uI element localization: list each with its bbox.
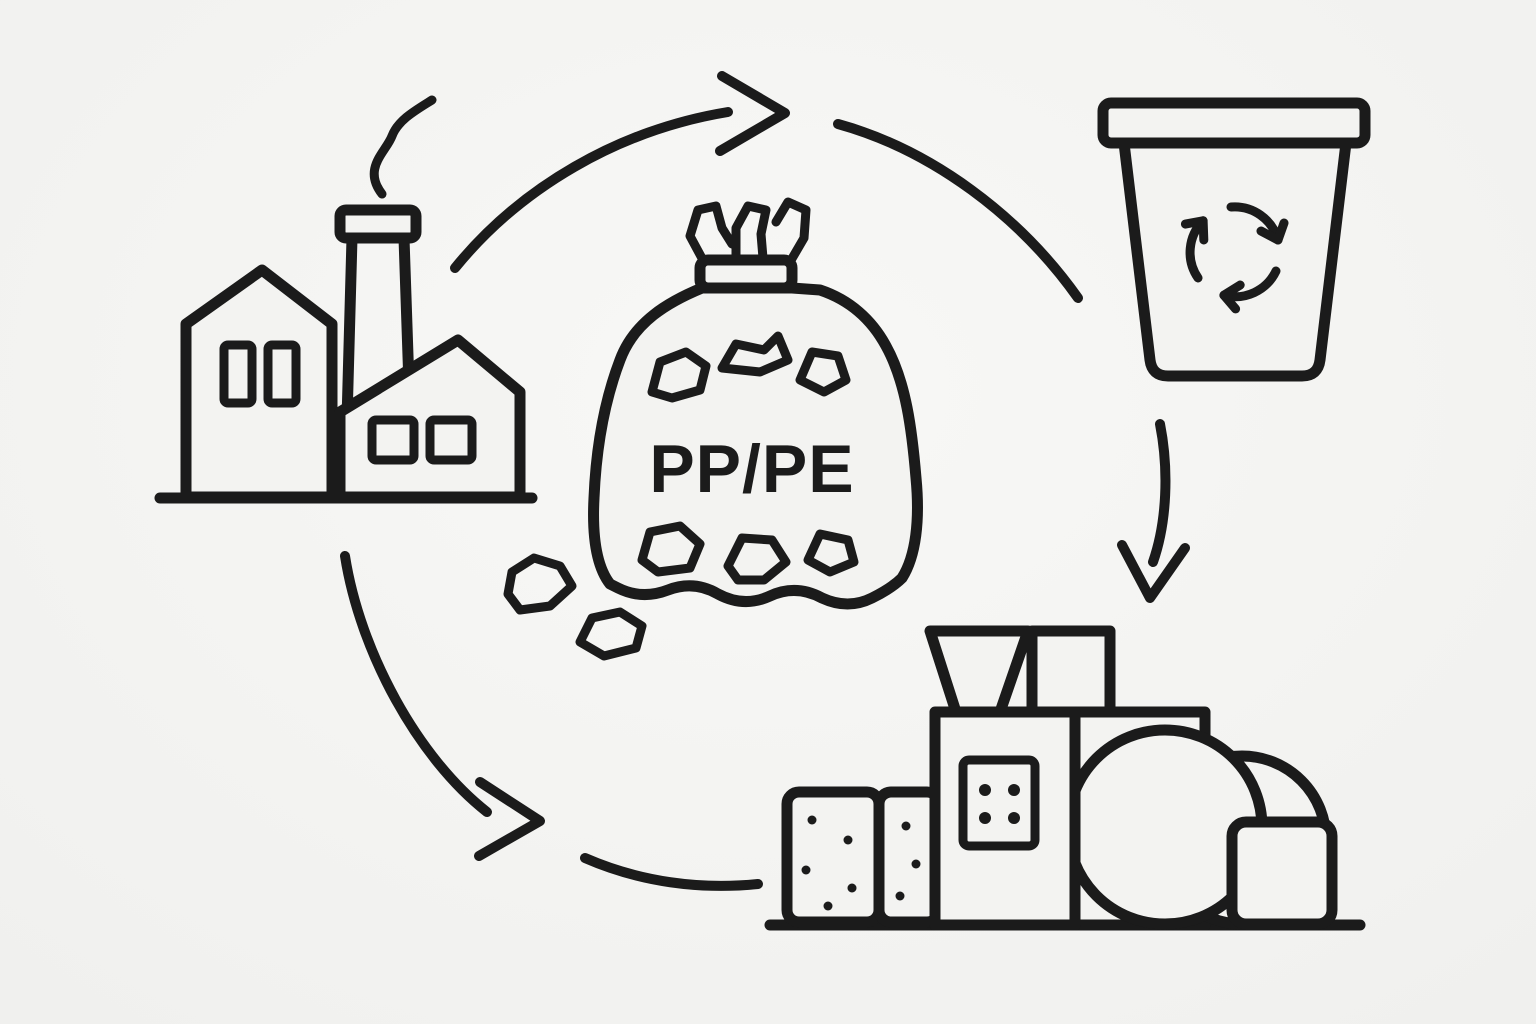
factory-icon: [154, 95, 538, 504]
plastic-bag-icon: PP/PE: [503, 197, 923, 661]
cycle-arrow-bottom-icon: [580, 853, 763, 891]
cycle-arrow-down-icon: [1117, 419, 1190, 603]
recycling-symbol-icon: [1180, 202, 1289, 314]
plastic-bales-icon: [781, 786, 945, 928]
plastic-scraps-icon: [503, 331, 859, 661]
recycling-bin-icon: [1097, 97, 1371, 382]
cycle-arrow-bottom-left-icon: [340, 551, 545, 861]
factory-window: [219, 340, 257, 408]
cycle-arrow-top-icon: [450, 71, 790, 273]
plastic-rolls-icon: [1062, 724, 1338, 930]
factory-window: [263, 340, 301, 408]
factory-window: [425, 415, 477, 465]
control-panel: [958, 755, 1040, 851]
cycle-arrow-to-bin-icon: [833, 119, 1083, 303]
factory-window: [367, 415, 419, 465]
smoke-icon: [369, 95, 437, 199]
baler-machine-icon: [764, 625, 1366, 931]
bag-material-label: PP/PE: [649, 431, 854, 507]
